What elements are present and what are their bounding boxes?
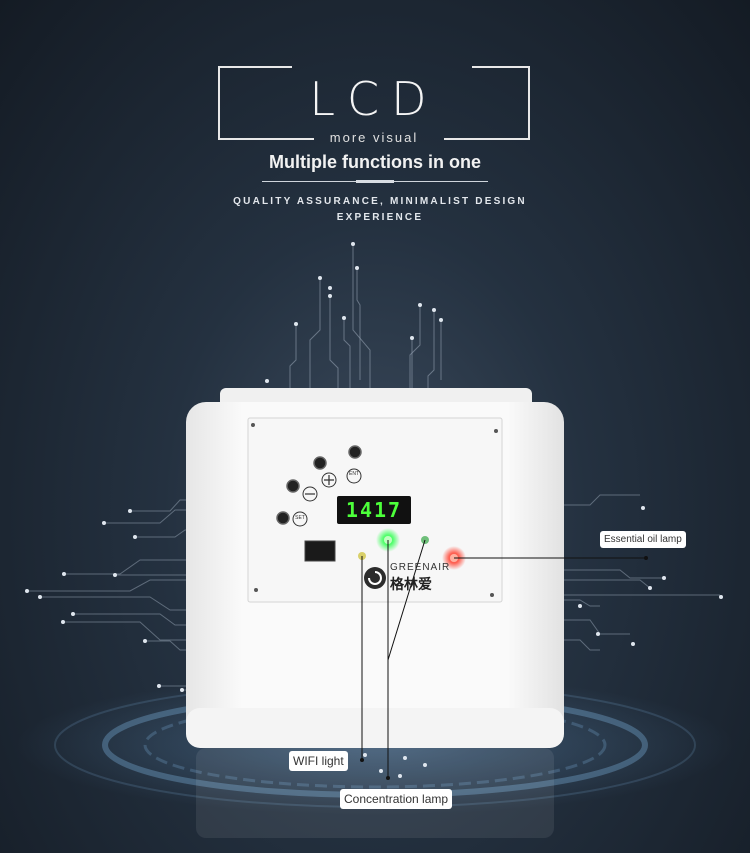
lcd-display-value: 1417 <box>345 498 403 522</box>
ent-button-label: ENT <box>349 471 359 477</box>
callout-concentration-lamp: Concentration lamp <box>340 789 453 809</box>
divider-accent <box>356 180 394 183</box>
set-button-label: SET <box>295 515 305 521</box>
description-line-1: QUALITY ASSURANCE, MINIMALIST DESIGN <box>233 196 527 207</box>
description: QUALITY ASSURANCE, MINIMALIST DESIGN EXP… <box>225 194 535 226</box>
tagline: Multiple functions in one <box>269 152 481 172</box>
page-subtitle: more visual <box>329 130 419 145</box>
page-title: LCD <box>309 72 439 126</box>
callout-wifi-light: WIFI light <box>289 751 348 771</box>
headline-frame: LCD more visual <box>218 66 530 145</box>
description-line-2: EXPERIENCE <box>336 212 424 223</box>
brand-text: GREENAIR <box>390 562 451 573</box>
callout-essential-oil-lamp: Essential oil lamp <box>600 531 686 548</box>
brand-cn: 格林爱 <box>390 577 432 593</box>
